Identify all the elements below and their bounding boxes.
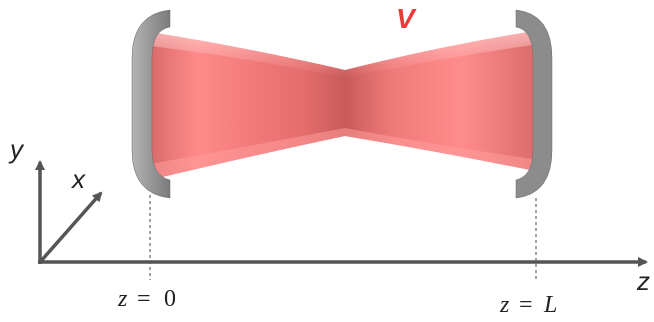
zL-label: z = L	[499, 292, 557, 318]
beam-body	[150, 30, 540, 180]
beam-top-highlight	[150, 30, 540, 78]
y-axis-label: y	[8, 134, 25, 164]
z0-label-val: 0	[164, 286, 176, 312]
right-mirror	[515, 9, 553, 199]
left-mirror	[131, 9, 171, 199]
z0-label-eq: =	[137, 286, 151, 312]
coordinate-axes	[35, 160, 648, 267]
z0-label-var: z	[117, 286, 128, 312]
beam-bottom-edge	[150, 128, 540, 180]
x-axis-label: x	[70, 164, 86, 194]
zL-label-val: L	[543, 292, 557, 318]
zL-label-var: z	[499, 292, 510, 318]
x-axis-line	[39, 191, 103, 263]
laser-beam	[150, 30, 540, 180]
z-axis-label: z	[636, 266, 650, 296]
volume-label: V	[396, 3, 417, 34]
zL-label-eq: =	[519, 292, 533, 318]
z0-label: z = 0	[117, 286, 176, 312]
